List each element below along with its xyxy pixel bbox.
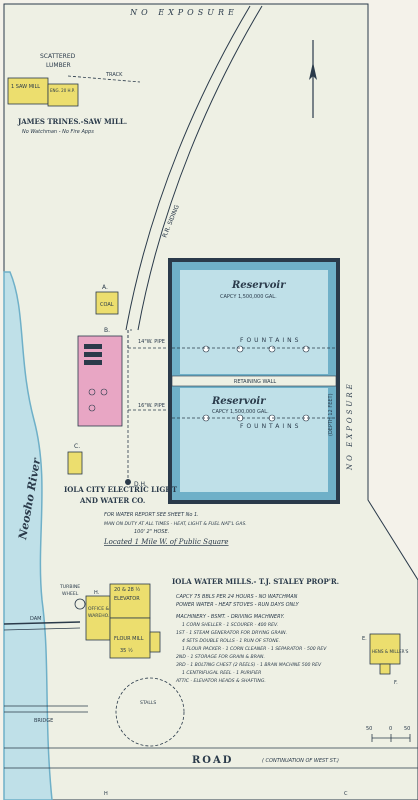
reservoir-bottom — [180, 388, 328, 492]
man-on-duty-note: MAN ON DUTY AT ALL TIMES - HEAT, LIGHT &… — [104, 521, 247, 527]
bldg-b-label: B. — [104, 327, 110, 334]
bldg-a-label: A. — [102, 284, 108, 291]
reservoir-bottom-capacity: CAPCY 1,500,000 GAL. — [212, 409, 269, 415]
scale-label-mid: 0 — [389, 726, 392, 732]
corner-letter-h: H — [104, 791, 108, 797]
bldg-d-label: D.H. — [134, 481, 147, 488]
water-mills-title: IOLA WATER MILLS.- T.J. STALEY PROP'R. — [172, 577, 339, 586]
pipe-top-label: 14"W. PIPE — [138, 339, 165, 345]
bldg-h-label: H. — [94, 590, 100, 596]
james-trines-note: No Watchman - No Fire Apps — [22, 129, 94, 135]
hose-note: 100' 2" HOSE. — [134, 529, 169, 535]
north-arrow-icon — [309, 40, 317, 118]
machinery-title: MACHINERY - BSMT. - DRIVING MACHINERY. — [176, 614, 285, 620]
mill-annex — [149, 631, 161, 653]
bldg-e-label: E. — [362, 636, 367, 642]
location-note: Located 1 Mile W. of Public Square — [103, 538, 229, 546]
scale-label-left: 50 — [366, 726, 372, 732]
fountains-top-label: FOUNTAINS — [240, 337, 301, 344]
retaining-wall — [171, 375, 337, 387]
scale-bar — [371, 734, 411, 742]
dam-label: DAM — [30, 616, 42, 622]
elevator-heights: 20 & 28 ½ — [114, 586, 140, 593]
building-d-marker — [125, 479, 131, 485]
machinery-line-1: 1 CORN SHELLER - 1 SCOURER - 400 REV. — [182, 622, 278, 628]
bldg-c-label: C. — [74, 443, 80, 450]
water-mills-power: POWER WATER - HEAT STOVES - RUN DAYS ONL… — [176, 602, 300, 608]
bldg-f-label: F. — [394, 680, 398, 686]
reservoir-top-title: Reservoir — [231, 280, 286, 291]
james-trines-title: JAMES TRINES.-SAW MILL. — [17, 117, 127, 126]
bridge-label: BRIDGE — [34, 718, 53, 724]
reservoir-top — [180, 270, 328, 374]
no-exposure-top-label: NO EXPOSURE — [129, 8, 238, 17]
depth-label: (DEPTH 12 FEET) — [328, 393, 334, 436]
stalls-label: STALLS — [140, 700, 156, 706]
scattered-lumber-label: SCATTERED LUMBER — [40, 53, 77, 69]
retaining-wall-label: RETAINING WALL — [234, 379, 276, 385]
saw-mill-label: 1 SAW MILL — [11, 84, 40, 90]
machinery-line-7: 1 CENTRIFUGAL REEL - 1 PURIFIER — [182, 670, 261, 676]
turbine-wheel-icon — [74, 598, 86, 610]
no-exposure-right-label: NO EXPOSURE — [346, 381, 354, 471]
stalls-drive — [115, 677, 185, 747]
reservoir-bottom-title: Reservoir — [211, 396, 266, 407]
reservoir-top-capacity: CAPCY 1,500,000 GAL. — [220, 294, 277, 300]
dam-line-2 — [3, 627, 81, 631]
bldg-a-use: COAL — [100, 302, 114, 308]
company-title-2: AND WATER CO. — [79, 496, 145, 505]
water-pipe-bottom — [128, 409, 336, 419]
elevator-building — [109, 583, 151, 619]
machinery-line-6: 3RD - 1 BOLTING CHEST (2 REELS) - 1 BRAN… — [176, 662, 322, 668]
hen-house-annex — [379, 663, 391, 675]
neosho-river — [3, 271, 53, 800]
turbine-label: TURBINE WHEEL — [59, 584, 82, 597]
fountain-row-bottom — [202, 414, 310, 422]
machinery-line-5: 2ND - 1 STORAGE FOR GRAIN & BRAN. — [176, 654, 265, 660]
machinery-line-3: 4 SETS DOUBLE ROLLS - 1 RUN OF STONE. — [182, 638, 280, 644]
coal-shed-a — [95, 291, 119, 315]
track-line — [67, 75, 141, 83]
track-label: TRACK — [105, 72, 123, 78]
company-title-1: IOLA CITY ELECTRIC LIGHT — [64, 485, 178, 494]
dam-line — [3, 621, 81, 625]
pipe-bottom-label: 16"W. PIPE — [138, 403, 165, 409]
machinery-line-2: 1ST - 1 STEAM GENERATOR FOR DRYING GRAIN… — [176, 630, 287, 636]
water-mills-capacity: CAPCY 75 BBLS PER 24 HOURS - NO WATCHMAN — [176, 594, 298, 600]
continuation-label: ( CONTINUATION OF WEST ST.) — [262, 758, 339, 764]
office-label: OFFICE & WAREHO. — [88, 606, 110, 619]
hen-house-label: HENS & MILLER'S — [372, 649, 409, 654]
fountain-row-top — [202, 345, 310, 353]
water-report-note: FOR WATER REPORT SEE SHEET No 1. — [104, 512, 199, 518]
elevator-label: ELEVATOR — [114, 596, 140, 602]
machinery-line-4: 1 FLOUR PACKER - 1 CORN CLEANER - 1 SEPA… — [182, 646, 327, 652]
boiler-icons — [84, 344, 108, 412]
fountains-bottom-label: FOUNTAINS — [240, 423, 301, 430]
railroad-siding — [125, 5, 263, 331]
flour-mill-height: 35 ½ — [120, 647, 133, 654]
scale-label-right: 50 — [404, 726, 410, 732]
reservoir-block — [168, 258, 340, 504]
corner-letter-c: C — [344, 791, 348, 797]
building-c — [67, 451, 83, 475]
power-house-b — [77, 335, 123, 427]
road-label: ROAD — [192, 755, 233, 766]
machinery-line-8: ATTIC - ELEVATOR HEADS & SHAFTING. — [175, 678, 266, 684]
engine-room-label: ENG. 20 H.P. — [50, 88, 75, 93]
saw-mill-building — [7, 77, 49, 105]
office-warehouse — [85, 595, 111, 641]
flour-mill-label: FLOUR MILL — [114, 636, 144, 642]
engine-room — [47, 83, 79, 107]
flour-mill-building — [109, 617, 151, 659]
